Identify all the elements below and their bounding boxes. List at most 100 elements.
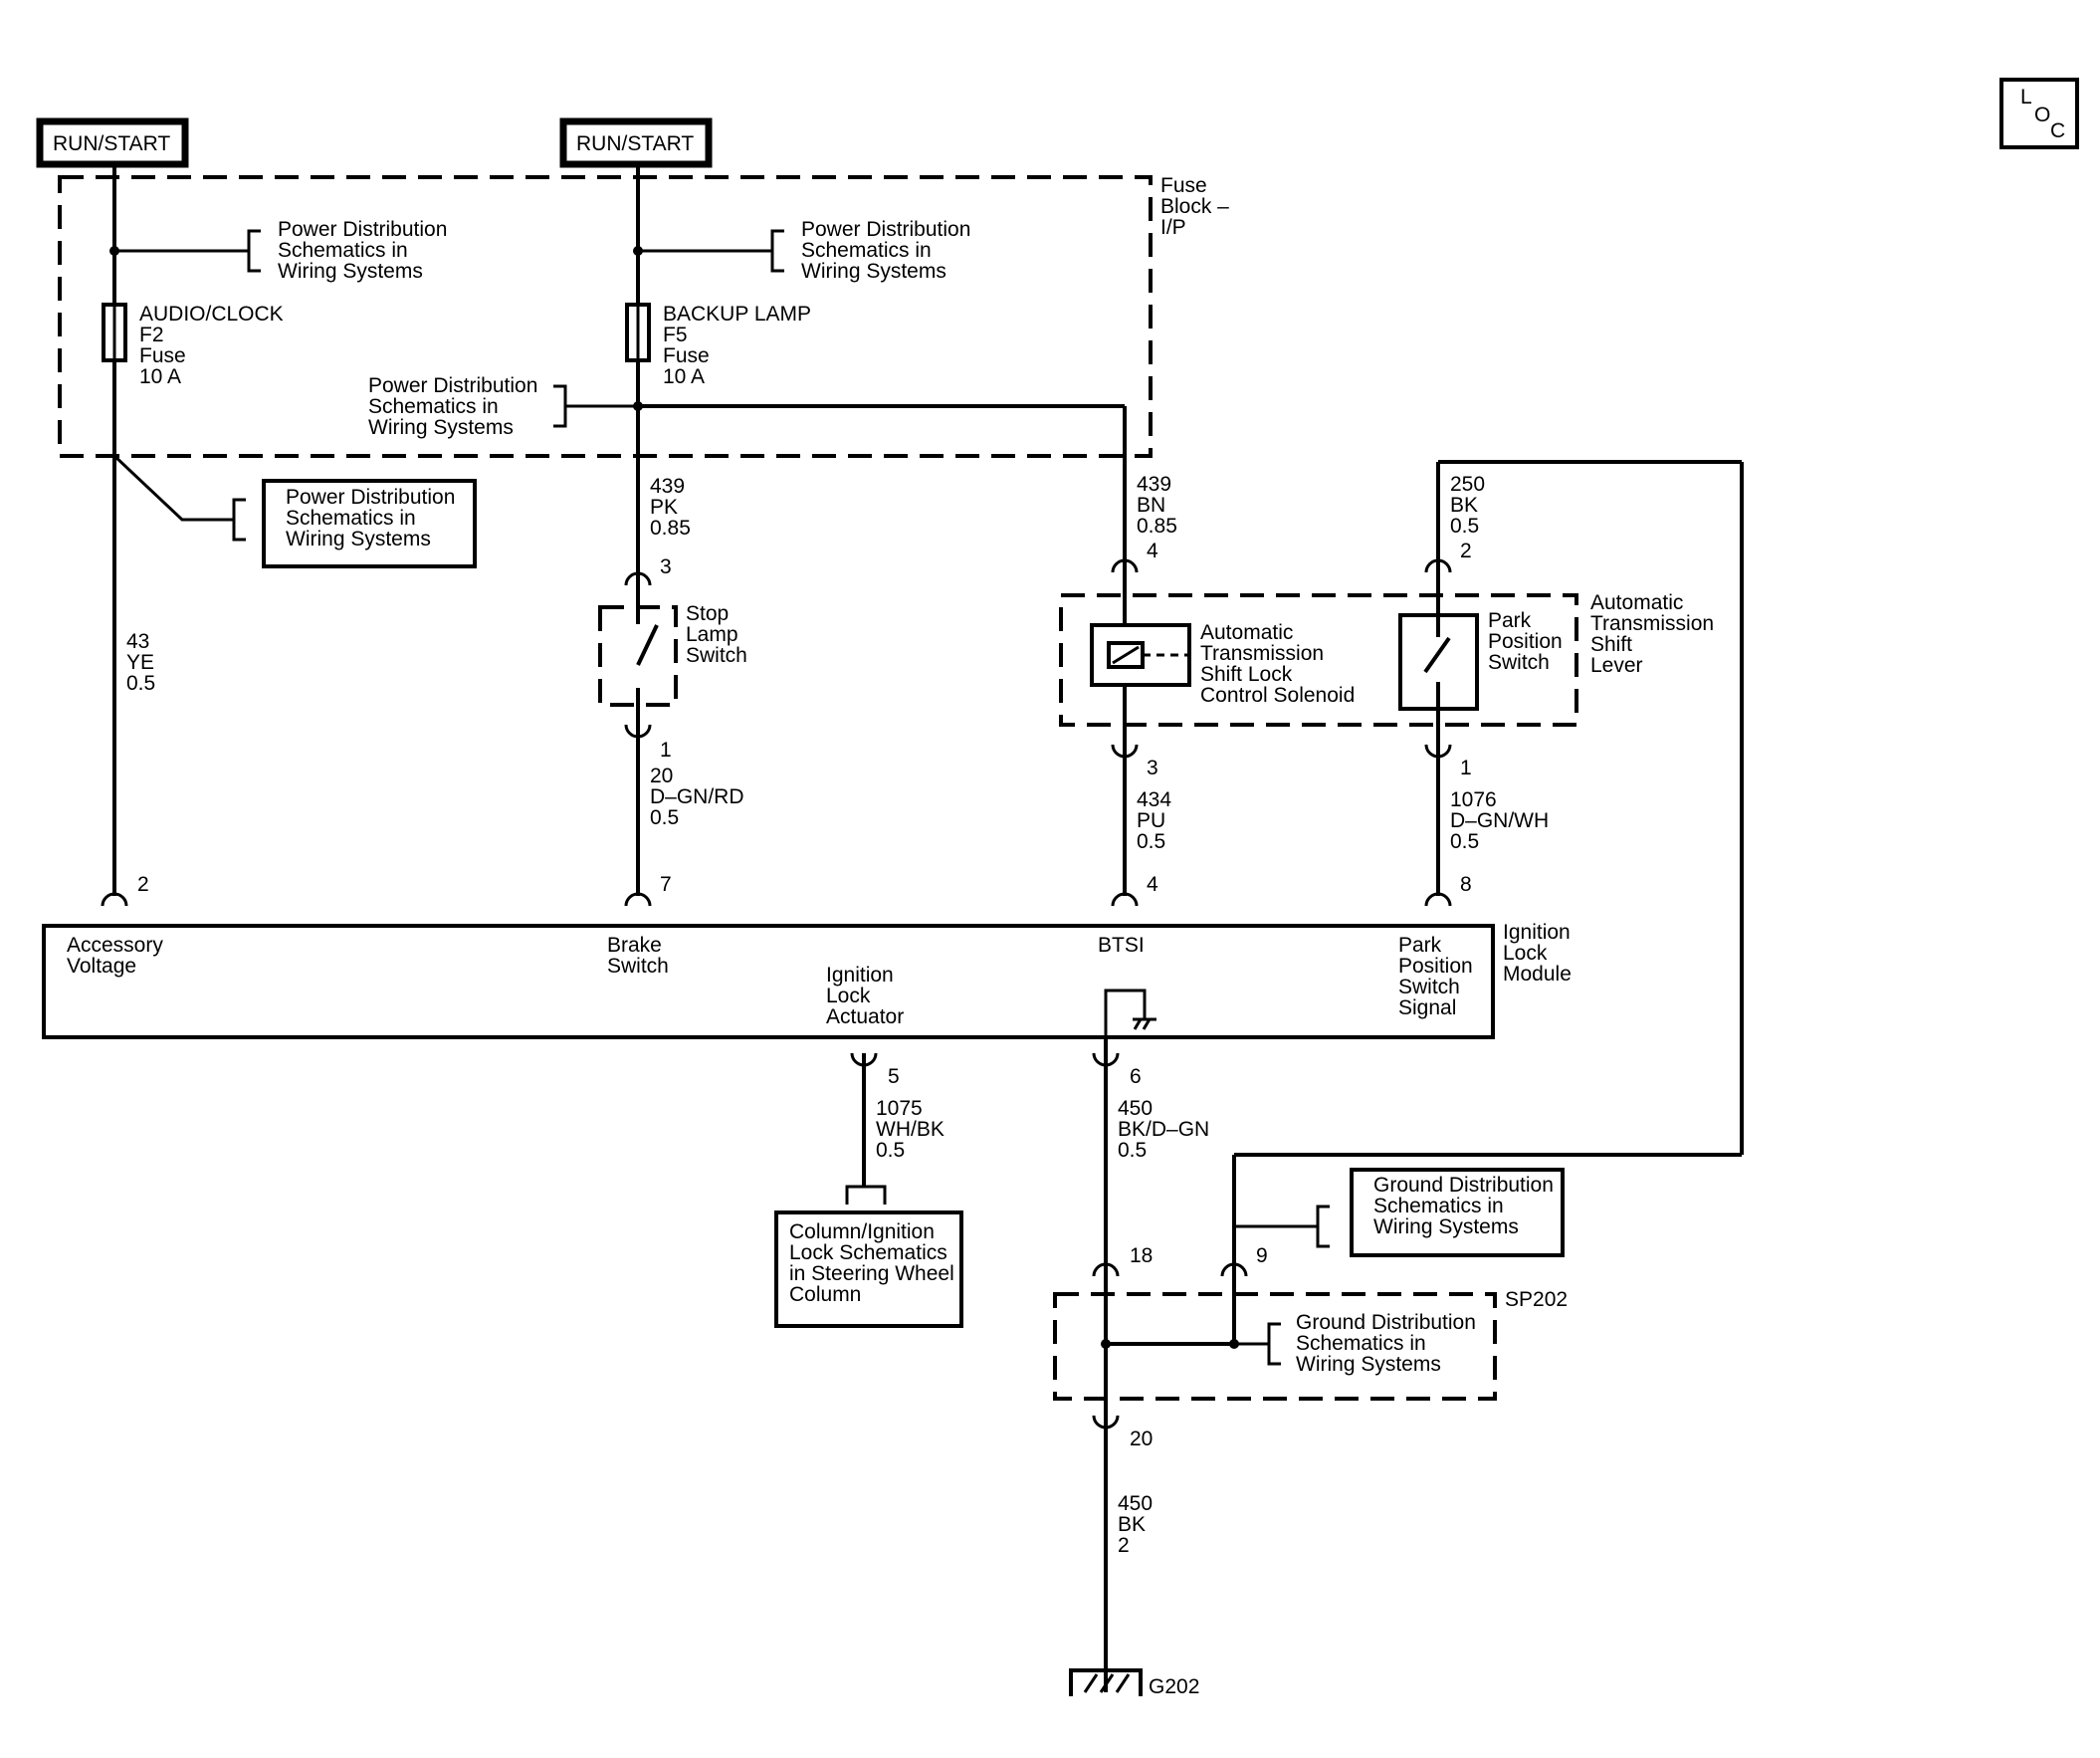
pin-1-stop-switch: 1 [660,739,672,762]
park-switch-blade [1423,636,1451,674]
splice-sp202-label: SP202 [1505,1288,1568,1311]
svg-text:0.5: 0.5 [1450,830,1479,853]
ref-bracket [247,229,261,273]
ref-bracket [553,384,567,428]
svg-text:Actuator: Actuator [826,1005,904,1028]
svg-text:Fuse: Fuse [1160,174,1207,197]
run-start-label-left: RUN/START [53,132,170,155]
ref-bracket [1316,1205,1330,1248]
svg-text:Shift: Shift [1590,633,1632,656]
svg-text:10 A: 10 A [139,365,181,388]
svg-text:PK: PK [650,496,678,519]
svg-text:Transmission: Transmission [1590,612,1714,635]
svg-text:Switch: Switch [1398,976,1460,998]
svg-text:Wiring Systems: Wiring Systems [368,416,514,439]
ref-ground-distribution-1: Ground Distribution Schematics in Wiring… [1373,1174,1554,1238]
svg-text:Lock: Lock [1503,942,1548,965]
splice-dot [1101,1339,1111,1349]
pin-5-module: 5 [888,1065,900,1088]
connector-arc [624,892,652,907]
svg-text:Wiring Systems: Wiring Systems [1296,1353,1441,1376]
svg-text:Wiring Systems: Wiring Systems [286,528,431,550]
pin-6-module: 6 [1130,1065,1142,1088]
svg-text:Lever: Lever [1590,654,1643,677]
ref-box-power-distribution [262,479,477,568]
shift-lever-label: Automatic Transmission Shift Lever [1590,591,1714,677]
wire-label-250: 250 BK 0.5 [1450,473,1485,538]
ref-bracket [232,498,246,542]
svg-text:250: 250 [1450,473,1485,496]
ref-power-distribution-2: Power Distribution Schematics in Wiring … [801,218,970,283]
svg-text:Schematics in: Schematics in [1373,1195,1504,1217]
pin-4-module: 4 [1147,873,1158,896]
park-switch-label: Park Position Switch [1488,609,1563,674]
svg-text:YE: YE [126,651,154,674]
terminal-btsi: BTSI [1098,934,1145,957]
svg-text:Block –: Block – [1160,195,1229,218]
fuse-block-label: Fuse Block – I/P [1160,174,1229,239]
svg-text:PU: PU [1137,809,1165,832]
splice-sp202-outline [1053,1292,1497,1401]
svg-text:Signal: Signal [1398,996,1456,1019]
svg-text:0.85: 0.85 [650,517,691,540]
loc-letter-o: O [2034,104,2050,126]
pin-20: 20 [1130,1428,1153,1450]
ref-box-column-ignition [774,1210,963,1328]
svg-text:Fuse: Fuse [663,344,710,367]
svg-text:Switch: Switch [1488,651,1550,674]
svg-text:Column/Ignition: Column/Ignition [789,1220,935,1243]
pin-1-park-switch: 1 [1460,757,1472,779]
ignition-lock-module [42,924,1495,1039]
svg-text:Schematics in: Schematics in [368,395,499,418]
connector-arc [1424,558,1452,573]
ref-column-ignition-lock: Column/Ignition Lock Schematics in Steer… [789,1220,954,1306]
svg-text:BK: BK [1450,494,1478,517]
svg-text:D–GN/RD: D–GN/RD [650,785,744,808]
terminal-ignition-lock-actuator: Ignition Lock Actuator [826,964,904,1028]
loc-letter-c: C [2050,119,2065,142]
connector-arc [1424,892,1452,907]
svg-text:0.5: 0.5 [876,1139,905,1162]
svg-text:Position: Position [1398,955,1473,978]
wire-label-439-bn: 439 BN 0.85 [1137,473,1177,538]
connector-arc [101,892,128,907]
ground-g202-label: G202 [1149,1675,1199,1698]
svg-text:0.85: 0.85 [1137,515,1177,538]
svg-text:D–GN/WH: D–GN/WH [1450,809,1549,832]
ref-power-distribution-1: Power Distribution Schematics in Wiring … [278,218,447,283]
wire-label-450-b: 450 BK 2 [1118,1492,1153,1557]
pin-7-module: 7 [660,873,672,896]
svg-text:Lock: Lock [826,985,871,1007]
svg-text:Position: Position [1488,630,1563,653]
solenoid-coil-diag [1112,645,1140,665]
svg-text:10 A: 10 A [663,365,705,388]
svg-text:Schematics in: Schematics in [1296,1332,1426,1355]
svg-text:F2: F2 [139,324,164,346]
fuse-f2-label: AUDIO/CLOCK F2 Fuse 10 A [139,303,284,388]
svg-text:F5: F5 [663,324,688,346]
internal-ground-hatch [1133,1018,1143,1030]
svg-text:Park: Park [1488,609,1532,632]
svg-text:BACKUP LAMP: BACKUP LAMP [663,303,811,326]
svg-text:BK: BK [1118,1513,1146,1536]
svg-text:BK/D–GN: BK/D–GN [1118,1118,1209,1141]
fuse-f5-label: BACKUP LAMP F5 Fuse 10 A [663,303,811,388]
ref-line [112,454,234,522]
svg-text:Fuse: Fuse [139,344,186,367]
shift-lever-dashed-outline [1059,593,1578,727]
svg-text:in Steering Wheel: in Steering Wheel [789,1262,954,1285]
svg-text:0.5: 0.5 [1450,515,1479,538]
connector-arc [1111,892,1139,907]
svg-text:1075: 1075 [876,1097,923,1120]
svg-text:Schematics in: Schematics in [278,239,408,262]
connector-arc [1111,558,1139,573]
svg-text:Voltage: Voltage [67,955,136,978]
connector-arc [1220,1262,1248,1277]
svg-text:Power Distribution: Power Distribution [286,486,455,509]
pin-4-solenoid: 4 [1147,540,1158,562]
svg-text:450: 450 [1118,1097,1153,1120]
terminal-accessory-voltage: Accessory Voltage [67,934,163,978]
svg-text:450: 450 [1118,1492,1153,1515]
stop-lamp-switch-label: Stop Lamp Switch [686,602,747,667]
pin-3-stop-switch: 3 [660,555,672,578]
